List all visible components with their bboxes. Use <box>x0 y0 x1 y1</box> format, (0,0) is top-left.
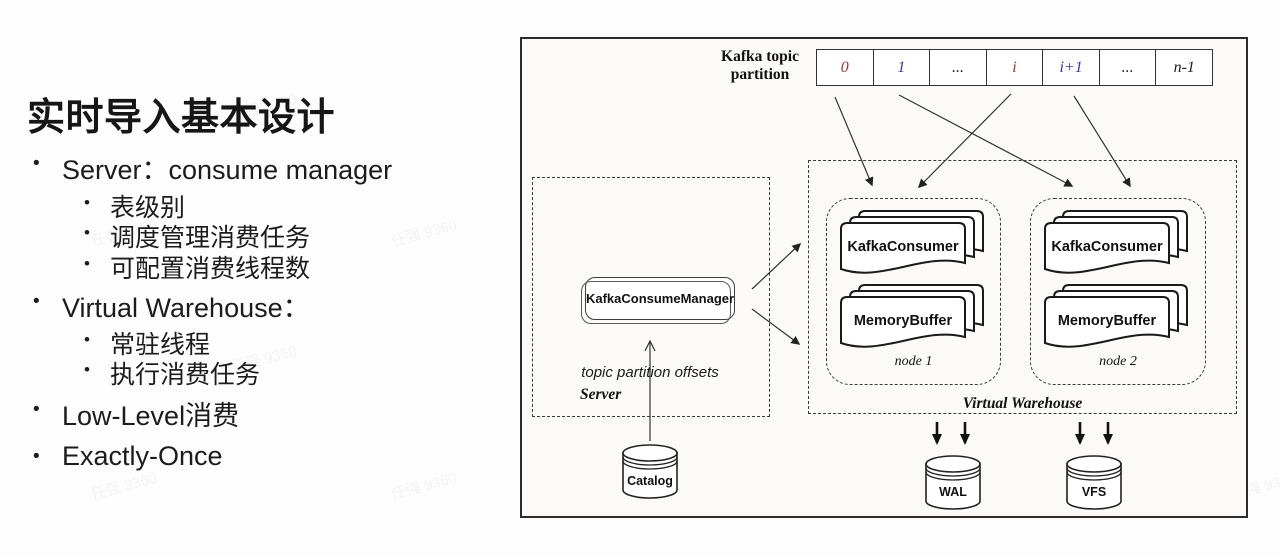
partition-cell: 0 <box>840 58 849 76</box>
kafka-consumer-stack-icon: KafkaConsumer <box>1044 210 1188 274</box>
memory-buffer-stack-icon: MemoryBuffer <box>1044 284 1188 348</box>
bullet-dot: • <box>84 193 90 212</box>
bullet-dot: • <box>84 254 90 273</box>
architecture-diagram: Kafka topic partition 0 1 ... i i+1 ... … <box>520 37 1248 518</box>
bullet-dot: • <box>33 446 40 467</box>
bullet-table-level: • 表级别 <box>84 188 185 224</box>
bullet-dot: • <box>84 223 90 242</box>
node2-box: KafkaConsumer MemoryBuffer node 2 <box>1030 198 1206 385</box>
bullet-configurable-threads: • 可配置消费线程数 <box>84 249 310 285</box>
bullet-dot: • <box>84 330 90 349</box>
bullet-label: 表级别 <box>110 194 186 222</box>
server-label: Server <box>580 386 622 403</box>
kafka-partition-table: 0 1 ... i i+1 ... n-1 <box>816 49 1213 86</box>
kafka-consume-manager-box: KafkaConsumeManager <box>581 277 735 324</box>
bullet-dot: • <box>84 360 90 379</box>
bullet-dot: • <box>33 153 40 174</box>
bullet-label: Server：consume manager <box>62 155 393 185</box>
kafka-consumer-label: KafkaConsumer <box>1051 239 1163 255</box>
bullet-dot: • <box>33 399 40 420</box>
virtual-warehouse-label: Virtual Warehouse <box>962 395 1083 412</box>
bullet-label: 执行消费任务 <box>110 361 261 389</box>
partition-cell: i <box>985 50 1043 85</box>
watermark: 任强 9360 <box>89 469 159 504</box>
bullet-exactly-once: • Exactly-Once <box>33 441 223 472</box>
bullet-label: Exactly-Once <box>62 441 223 471</box>
virtual-warehouse-box: KafkaConsumer MemoryBuffer node 1 KafkaC… <box>808 160 1237 414</box>
wal-database-icon: WAL <box>925 455 981 510</box>
bullet-schedule-tasks: • 调度管理消费任务 <box>84 218 310 254</box>
bullet-label: 常驻线程 <box>110 331 211 359</box>
vfs-database-icon: VFS <box>1066 455 1122 510</box>
watermark: 任强 9360 <box>389 216 459 251</box>
wal-label: WAL <box>939 485 967 499</box>
bullet-server: • Server：consume manager <box>33 148 392 187</box>
node1-box: KafkaConsumer MemoryBuffer node 1 <box>826 198 1001 385</box>
kafka-consumer-stack-icon: KafkaConsumer <box>840 210 984 274</box>
kafka-consumer-label: KafkaConsumer <box>847 239 959 255</box>
vfs-label: VFS <box>1082 485 1106 499</box>
bullet-label: 可配置消费线程数 <box>110 255 311 283</box>
page-title: 实时导入基本设计 <box>27 97 336 139</box>
bullet-virtual-warehouse: • Virtual Warehouse： <box>33 286 310 325</box>
memory-buffer-label: MemoryBuffer <box>1058 313 1157 329</box>
catalog-database-icon: Catalog <box>622 444 678 499</box>
bullet-dot: • <box>33 291 40 312</box>
bullet-execute-tasks: • 执行消费任务 <box>84 355 260 391</box>
bullet-label: Low-Level消费 <box>62 401 240 431</box>
kafka-topic-partition-label: Kafka topic partition <box>721 48 799 83</box>
bullet-label: Virtual Warehouse： <box>62 293 310 323</box>
node2-label: node 2 <box>1099 354 1137 369</box>
partition-cell: i+1 <box>1042 50 1099 85</box>
watermark: 任强 9360 <box>389 469 459 504</box>
bullet-low-level: • Low-Level消费 <box>33 394 239 433</box>
bullet-resident-threads: • 常驻线程 <box>84 325 210 361</box>
node1-label: node 1 <box>894 354 933 369</box>
partition-cell: ... <box>1098 50 1156 85</box>
partition-cell: ... <box>929 50 986 85</box>
partition-cell: n-1 <box>1155 50 1212 85</box>
server-group-box <box>532 177 770 417</box>
bullet-label: 调度管理消费任务 <box>110 224 311 252</box>
partition-cell: 1 <box>872 50 930 85</box>
memory-buffer-stack-icon: MemoryBuffer <box>840 284 984 348</box>
topic-partition-offsets-label: topic partition offsets <box>581 364 719 381</box>
catalog-label: Catalog <box>627 474 673 488</box>
memory-buffer-label: MemoryBuffer <box>854 313 953 329</box>
